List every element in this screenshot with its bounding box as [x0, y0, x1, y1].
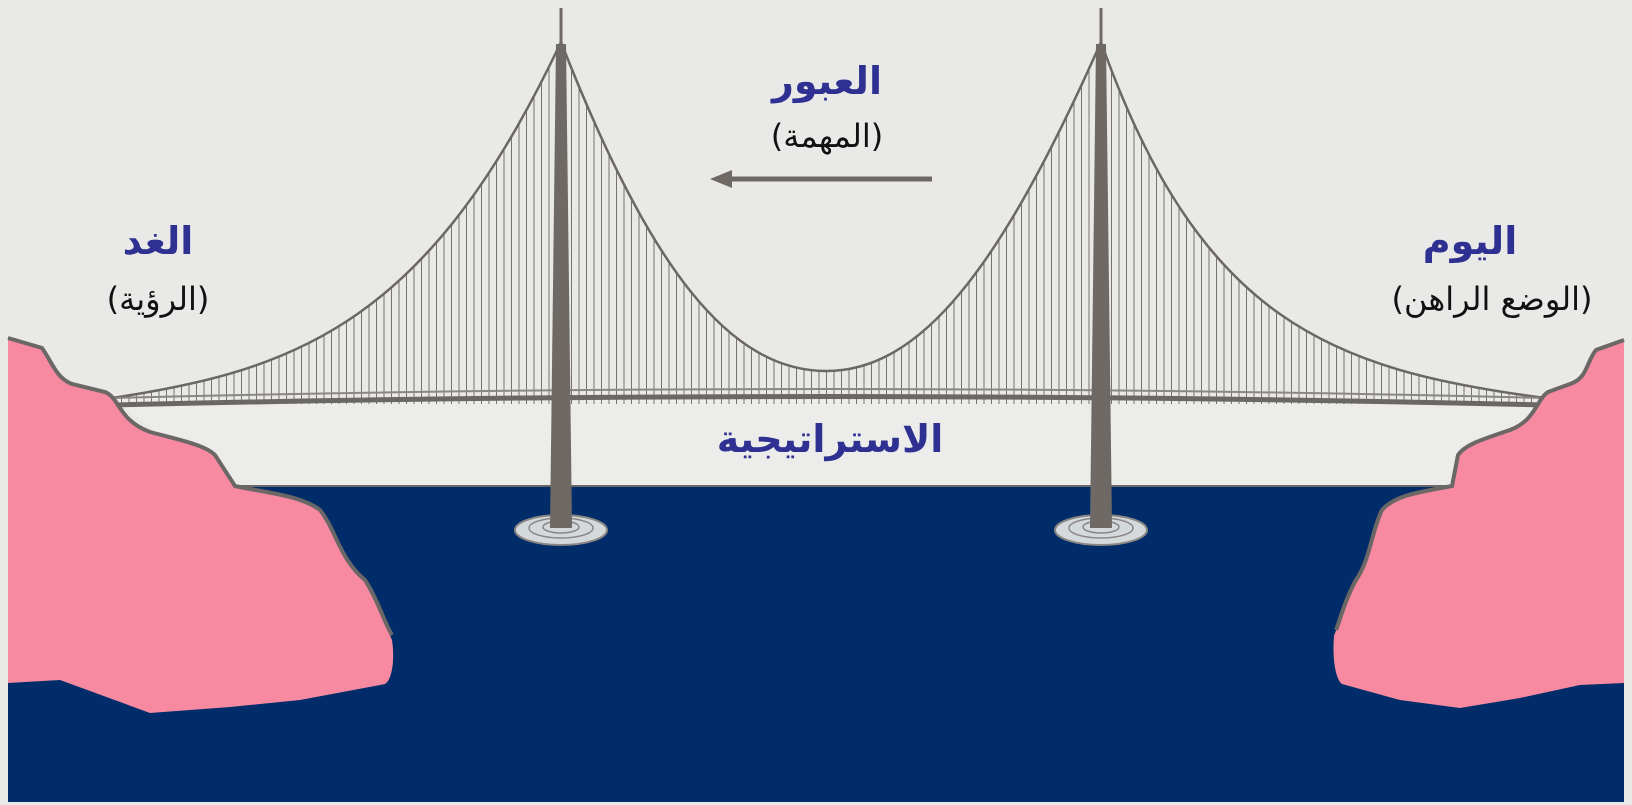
- tower-left: [550, 8, 572, 528]
- crossing-subtitle: (المهمة): [770, 117, 884, 155]
- crossing-title: العبور: [772, 59, 882, 103]
- deck-surface: [112, 398, 1545, 486]
- left-arrow-icon: [710, 170, 932, 188]
- cliff-right-outline: [1334, 338, 1625, 631]
- today-title: اليوم: [1422, 219, 1518, 263]
- cliff-left: [8, 338, 394, 713]
- main-cable-left: [111, 41, 563, 400]
- tower-right: [1090, 8, 1112, 528]
- deck-title: الاستراتيجية: [716, 417, 944, 461]
- tomorrow-title: الغد: [122, 219, 194, 263]
- today-subtitle: (الوضع الراهن): [1391, 280, 1593, 318]
- cliff-left-outline: [7, 336, 394, 637]
- main-cable-right: [1099, 41, 1546, 400]
- tomorrow-subtitle: (الرؤية): [106, 280, 210, 318]
- deck-girder: [111, 394, 1546, 408]
- cliff-right: [1333, 340, 1624, 708]
- deck-top-rail: [111, 388, 1546, 399]
- main-cable-center: [559, 41, 1103, 373]
